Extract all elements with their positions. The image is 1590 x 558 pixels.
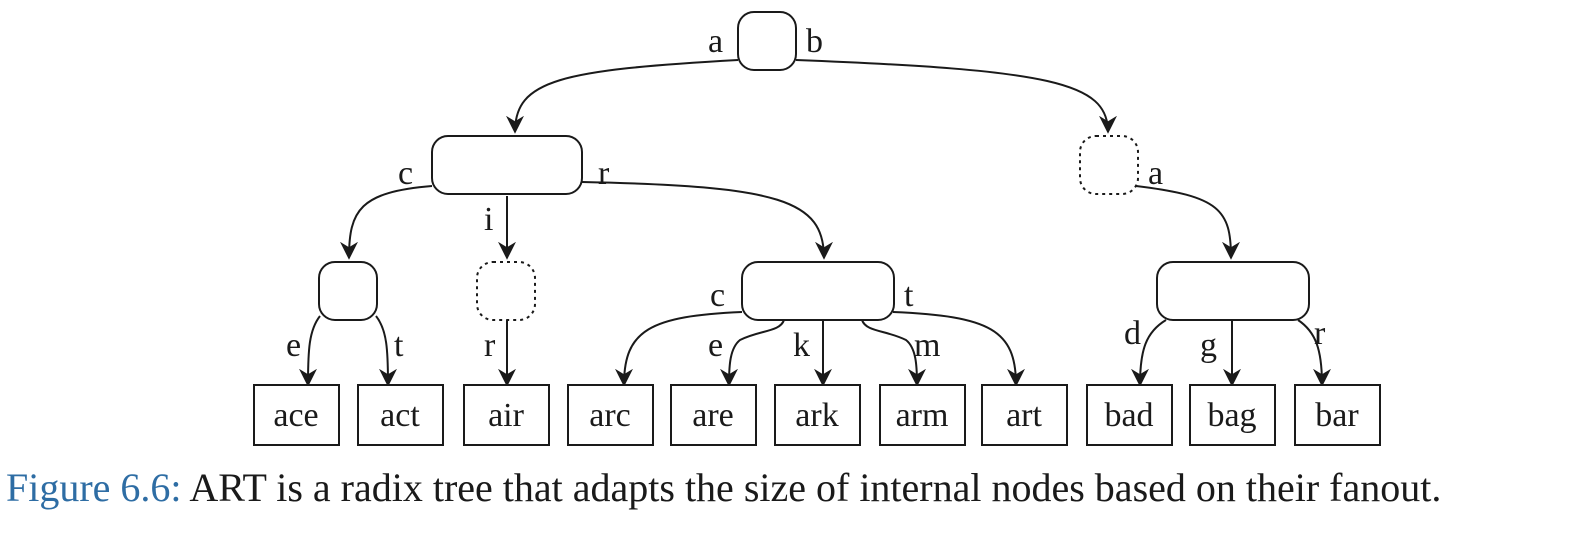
leaf-label: ark bbox=[795, 397, 838, 434]
caption-text: ART is a radix tree that adapts the size… bbox=[181, 465, 1442, 510]
figure-caption: Figure 6.6: ART is a radix tree that ada… bbox=[6, 464, 1441, 512]
leaf-label: are bbox=[692, 397, 734, 434]
figure-number: Figure 6.6: bbox=[6, 465, 182, 510]
internal-node-ba bbox=[1156, 261, 1310, 321]
leaf-label: act bbox=[380, 397, 420, 434]
edge-label-n6-r: r bbox=[1314, 315, 1326, 352]
edge-label-n5-e: e bbox=[708, 327, 723, 364]
edge-n6-r bbox=[1297, 319, 1331, 387]
leaf-label: bar bbox=[1315, 397, 1359, 434]
edge-label-n1-c: c bbox=[398, 155, 413, 192]
leaf-label: arc bbox=[589, 397, 631, 434]
edge-label-n6-d: d bbox=[1124, 315, 1141, 352]
edge-root-b bbox=[795, 59, 1117, 134]
edge-n5-c bbox=[615, 311, 743, 387]
internal-node-ai-placeholder bbox=[476, 261, 536, 321]
leaf-box bbox=[253, 384, 340, 446]
edge-n1-c bbox=[340, 185, 433, 260]
leaf-box bbox=[774, 384, 861, 446]
root-node bbox=[737, 11, 797, 71]
leaf-box bbox=[357, 384, 444, 446]
edge-n2-a bbox=[1135, 185, 1240, 260]
leaf-label: bad bbox=[1104, 397, 1153, 434]
leaf-box bbox=[670, 384, 757, 446]
internal-node-ac bbox=[318, 261, 378, 321]
edge-label-n5-t: t bbox=[904, 277, 914, 314]
leaf-box bbox=[879, 384, 966, 446]
leaf-label: bag bbox=[1207, 397, 1256, 434]
internal-node-b-placeholder bbox=[1079, 135, 1139, 195]
leaf-box bbox=[567, 384, 654, 446]
edge-label-root-a: a bbox=[708, 23, 723, 60]
edge-n3-e bbox=[299, 315, 321, 387]
leaf-box bbox=[463, 384, 550, 446]
leaf-label: art bbox=[1006, 397, 1042, 434]
internal-node-a bbox=[431, 135, 583, 195]
edge-n5-t bbox=[892, 311, 1025, 387]
leaf-box bbox=[1189, 384, 1276, 446]
edge-n3-t bbox=[375, 315, 397, 387]
edge-label-n1-i: i bbox=[484, 201, 493, 238]
edge-n1-r bbox=[581, 181, 833, 260]
edge-label-n4-r: r bbox=[484, 327, 496, 364]
edge-label-n5-k: k bbox=[793, 327, 810, 364]
edge-label-root-b: b bbox=[806, 23, 823, 60]
edge-label-n2-a: a bbox=[1148, 155, 1163, 192]
edge-label-n3-e: e bbox=[286, 327, 301, 364]
edge-n6-d bbox=[1131, 319, 1167, 387]
internal-node-ar bbox=[741, 261, 895, 321]
edge-label-n5-c: c bbox=[710, 277, 725, 314]
edge-label-n5-m: m bbox=[914, 327, 940, 364]
leaf-box bbox=[981, 384, 1068, 446]
edge-n5-e bbox=[720, 319, 785, 387]
leaf-label: air bbox=[488, 397, 525, 434]
edge-label-n1-r: r bbox=[598, 155, 610, 192]
radix-tree-diagram: a b c i r a e t r c e k m t d g r ace ac… bbox=[253, 11, 1381, 446]
edge-label-n3-t: t bbox=[394, 327, 404, 364]
edge-n5-m bbox=[861, 319, 926, 387]
edge-root-a bbox=[506, 59, 739, 134]
leaf-box bbox=[1086, 384, 1173, 446]
leaf-label: arm bbox=[896, 397, 949, 434]
leaf-label: ace bbox=[273, 397, 318, 434]
leaf-box bbox=[1294, 384, 1381, 446]
edge-label-n6-g: g bbox=[1200, 327, 1217, 364]
